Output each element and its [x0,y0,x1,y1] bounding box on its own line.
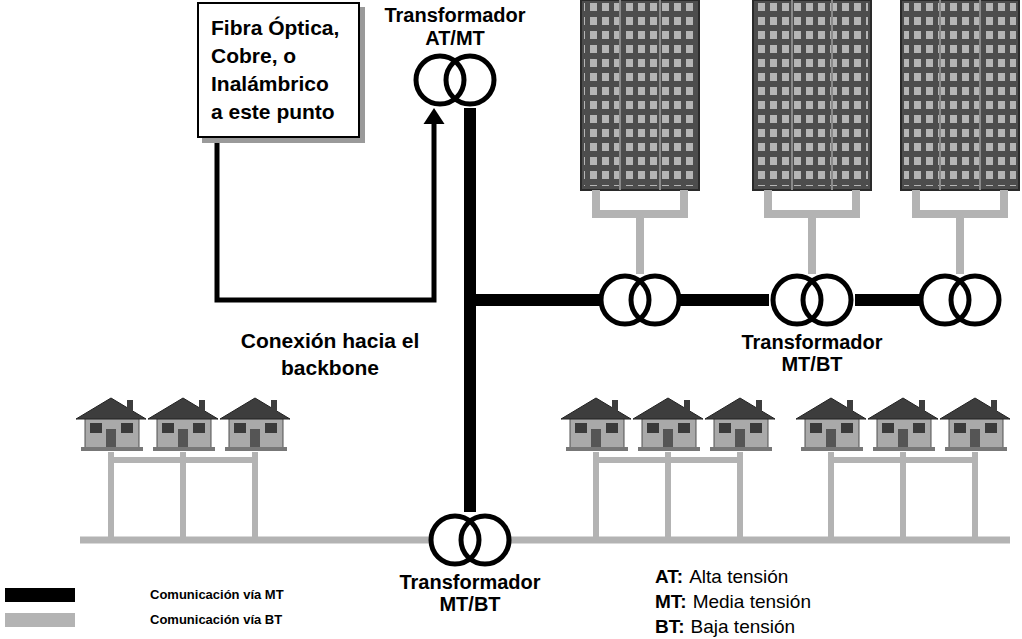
transformer-coil [431,516,479,564]
bt-bus-line [80,537,1010,544]
building-body [581,0,699,190]
transformer-coil [951,276,999,324]
house [796,398,866,451]
transformer-fill [446,56,494,104]
transformer-coil [803,276,851,324]
bt-house-drop [111,452,255,540]
connector-line [217,122,434,300]
building-body [753,0,871,190]
transformer-fill [631,276,679,324]
box-text: Fibra Óptica, Cobre, o Inalámbrico a est… [211,14,346,126]
abbreviation-meaning: Alta tensión [689,566,788,588]
house [633,398,703,451]
house [76,398,146,451]
abbreviation: MT: [655,591,687,613]
house [148,398,218,451]
legend-swatch [5,613,75,627]
bt-building-link [596,190,684,274]
building-windows [756,0,868,186]
transformer-label: Transformador MT/BT [380,571,560,616]
building-body [901,0,1019,190]
bt-house-drop [831,452,975,540]
house [705,398,775,451]
transformer-coil [461,516,509,564]
transformer-symbol [921,276,999,324]
transformer-fill [803,276,851,324]
legend-swatch [5,588,75,602]
bt-building-link [768,190,856,274]
building-windows [584,0,696,186]
connector [470,108,471,512]
building-divider [620,0,660,190]
transformer-text: Transformador MT/BT [722,331,902,376]
transformer-text: Transformador AT/MT [365,4,545,49]
transformer-fill [461,516,509,564]
transformer-text: Transformador MT/BT [380,571,560,616]
transformer-label: Transformador AT/MT [365,4,545,49]
transformer-symbol [427,512,513,568]
transformer-node: Transformador MT/BT [722,272,902,376]
house [868,398,938,451]
building-divider [792,0,832,190]
building-divider [940,0,980,190]
bt-building-link [916,190,1004,274]
transformer-node: Transformador AT/MT [365,4,545,108]
apartment-building [581,0,699,190]
bt-house-drop [596,452,740,540]
edge-label: Conexión hacia el backbone [212,328,448,382]
transformer-coil [601,276,649,324]
transformer-symbol [601,276,679,324]
transformer-coil [631,276,679,324]
source-box: Fibra Óptica, Cobre, o Inalámbrico a est… [197,2,360,138]
connector-line [464,108,476,512]
house [940,398,1010,451]
transformer-symbol [769,272,855,328]
abbreviation-meaning: Baja tensión [691,616,796,638]
house [220,398,290,451]
house [561,398,631,451]
transformer-coil [773,276,821,324]
transformer-coil [921,276,969,324]
transformer-coil [446,56,494,104]
transformer-node: Transformador MT/BT [380,512,560,616]
transformer-symbol [412,52,498,108]
abbreviation-meaning: Media tensión [693,591,811,613]
transformer-label: Transformador MT/BT [722,331,902,376]
legend-text: Comunicación vía MT [150,587,284,603]
transformer-fill [951,276,999,324]
abbreviation: AT: [655,566,683,588]
legend-text: Comunicación vía BT [150,612,282,628]
bt-house-rail [111,457,975,463]
transformer-coil [416,56,464,104]
arrow-head [424,108,445,124]
apartment-building [753,0,871,190]
building-windows [904,0,1016,186]
apartment-building [901,0,1019,190]
abbreviation: BT: [655,616,685,638]
edge-label-box: Conexión hacia el backbone [212,328,448,382]
